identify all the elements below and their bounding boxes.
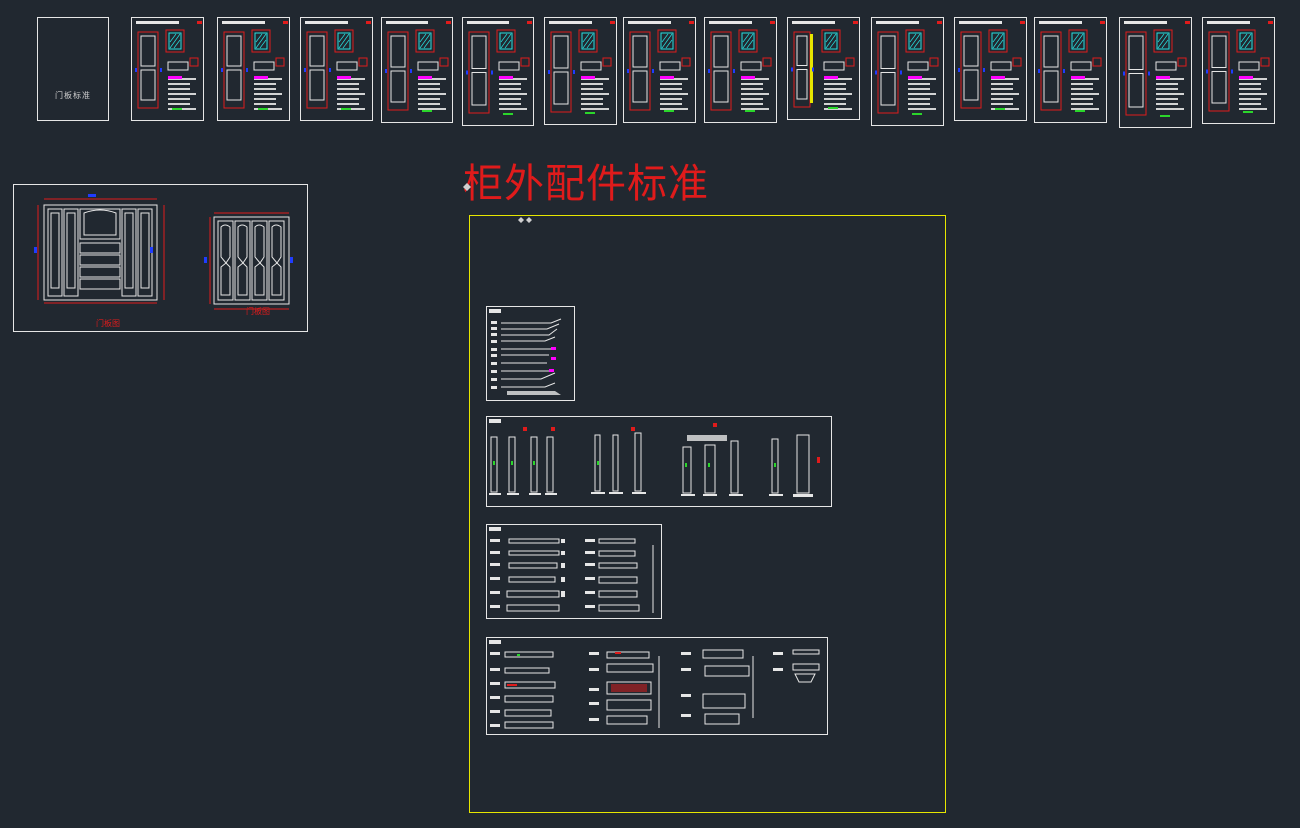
cover-sheet[interactable]: 门板标准 — [37, 17, 109, 121]
wardrobe-elevation-drawing — [34, 194, 293, 310]
door-sheet[interactable] — [462, 17, 534, 126]
profile-detail-sheet[interactable] — [486, 637, 828, 735]
rail-drawing — [489, 527, 654, 613]
left-elevation-caption: 门板图 — [96, 319, 120, 328]
door-sheet-drawing — [1123, 21, 1190, 117]
door-sheet[interactable] — [871, 17, 944, 126]
door-sheet[interactable] — [300, 17, 373, 121]
crown-molding-drawing — [489, 309, 562, 395]
cover-sheet-label: 门板标准 — [55, 91, 91, 100]
door-sheet-drawing — [708, 21, 775, 112]
door-sheet-drawing — [791, 21, 858, 110]
door-sheet[interactable] — [787, 17, 860, 120]
door-sheet-drawing — [958, 21, 1025, 110]
door-sheet-drawing — [627, 21, 694, 112]
door-sheet-drawing — [1206, 21, 1273, 113]
door-sheet[interactable] — [623, 17, 696, 123]
frame-marker-icon — [518, 217, 532, 223]
door-sheet-drawing — [875, 21, 942, 115]
rail-sheet[interactable] — [486, 524, 662, 619]
door-sheet[interactable] — [954, 17, 1027, 121]
door-sheet[interactable] — [1202, 17, 1275, 124]
door-sheet[interactable] — [704, 17, 777, 123]
crown-molding-sheet[interactable] — [486, 306, 575, 401]
wardrobe-elevation-panel[interactable]: 门板图 门板图 — [13, 184, 308, 332]
right-elevation-caption: 门板图 — [246, 307, 270, 316]
door-sheet-drawing — [548, 21, 615, 114]
door-sheet-drawing — [1038, 21, 1105, 112]
door-sheet[interactable] — [1034, 17, 1107, 123]
door-sheet[interactable] — [381, 17, 453, 123]
page-title: 柜外配件标准 — [463, 161, 709, 207]
pilaster-drawing — [489, 419, 820, 497]
door-sheet[interactable] — [131, 17, 204, 121]
door-sheet-drawing — [466, 21, 532, 115]
pilaster-sheet[interactable] — [486, 416, 832, 507]
door-sheet-drawing — [221, 21, 288, 110]
door-sheet-drawing — [304, 21, 371, 110]
accessory-standard-frame[interactable] — [469, 215, 946, 813]
door-sheet[interactable] — [544, 17, 617, 125]
door-sheet[interactable] — [217, 17, 290, 121]
title-marker-icon — [463, 183, 471, 191]
door-sheet-drawing — [385, 21, 451, 112]
door-sheet[interactable] — [1119, 17, 1192, 128]
door-sheet-drawing — [135, 21, 202, 110]
profile-detail-drawing — [489, 640, 820, 729]
